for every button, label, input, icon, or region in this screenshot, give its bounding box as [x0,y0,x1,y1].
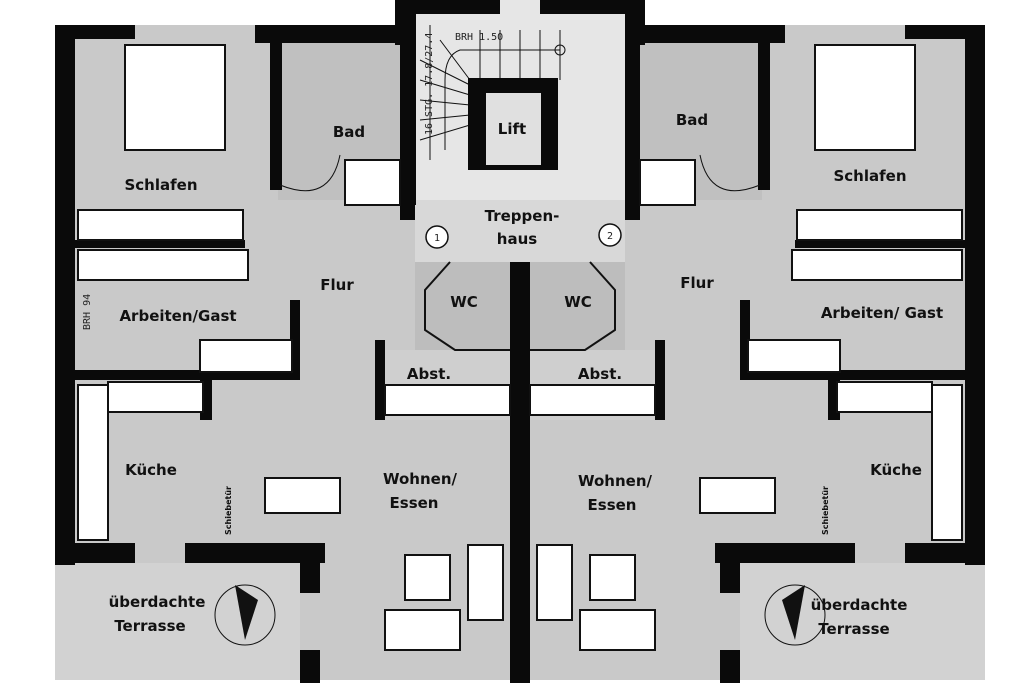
room-wc-left: WC [450,293,478,311]
lift-cab [486,93,541,165]
terrace-right-1: überdachte [811,596,908,614]
room-wohnen-right-2: Essen [588,496,637,514]
schiebetuer-right: Schiebetür [821,486,830,535]
unit-1-marker [425,225,449,249]
room-wc-right: WC [564,293,592,311]
room-schlafen-left: Schlafen [124,176,197,194]
room-flur-left: Flur [320,276,354,294]
room-wohnen-left-2: Essen [390,494,439,512]
terrace-left-2: Terrasse [114,617,185,635]
stair-steps [419,25,566,160]
left-unit-rooms [55,0,522,683]
stair-steps-label: 16 STG. 17.8/27.4 [424,33,435,135]
room-flur-right: Flur [680,274,714,292]
unit-2-marker [598,223,622,247]
terrace-right-2: Terrasse [818,620,889,638]
room-arbeiten-left: Arbeiten/Gast [119,307,236,325]
room-abst-left: Abst. [407,365,451,383]
room-kueche-right: Küche [870,461,922,479]
stair-brh: BRH 1.50 [455,32,503,43]
room-kueche-left: Küche [125,461,177,479]
room-bad-right: Bad [676,111,708,129]
unit-2-number: 2 [607,231,613,242]
room-wohnen-right-1: Wohnen/ [578,472,653,490]
room-abst-right: Abst. [578,365,622,383]
room-wohnen-left-1: Wohnen/ [383,470,458,488]
stairwell-label-2: haus [497,230,537,248]
lift-label: Lift [498,120,526,138]
stairwell-label-1: Treppen- [485,207,560,225]
room-arbeiten-right: Arbeiten/ Gast [821,304,943,322]
terrace-left-1: überdachte [109,593,206,611]
room-schlafen-right: Schlafen [833,167,906,185]
schiebetuer-left: Schiebetür [224,486,233,535]
room-bad-left: Bad [333,123,365,141]
brh-left: BRH 94 [82,294,93,330]
unit-1-number: 1 [434,233,440,244]
